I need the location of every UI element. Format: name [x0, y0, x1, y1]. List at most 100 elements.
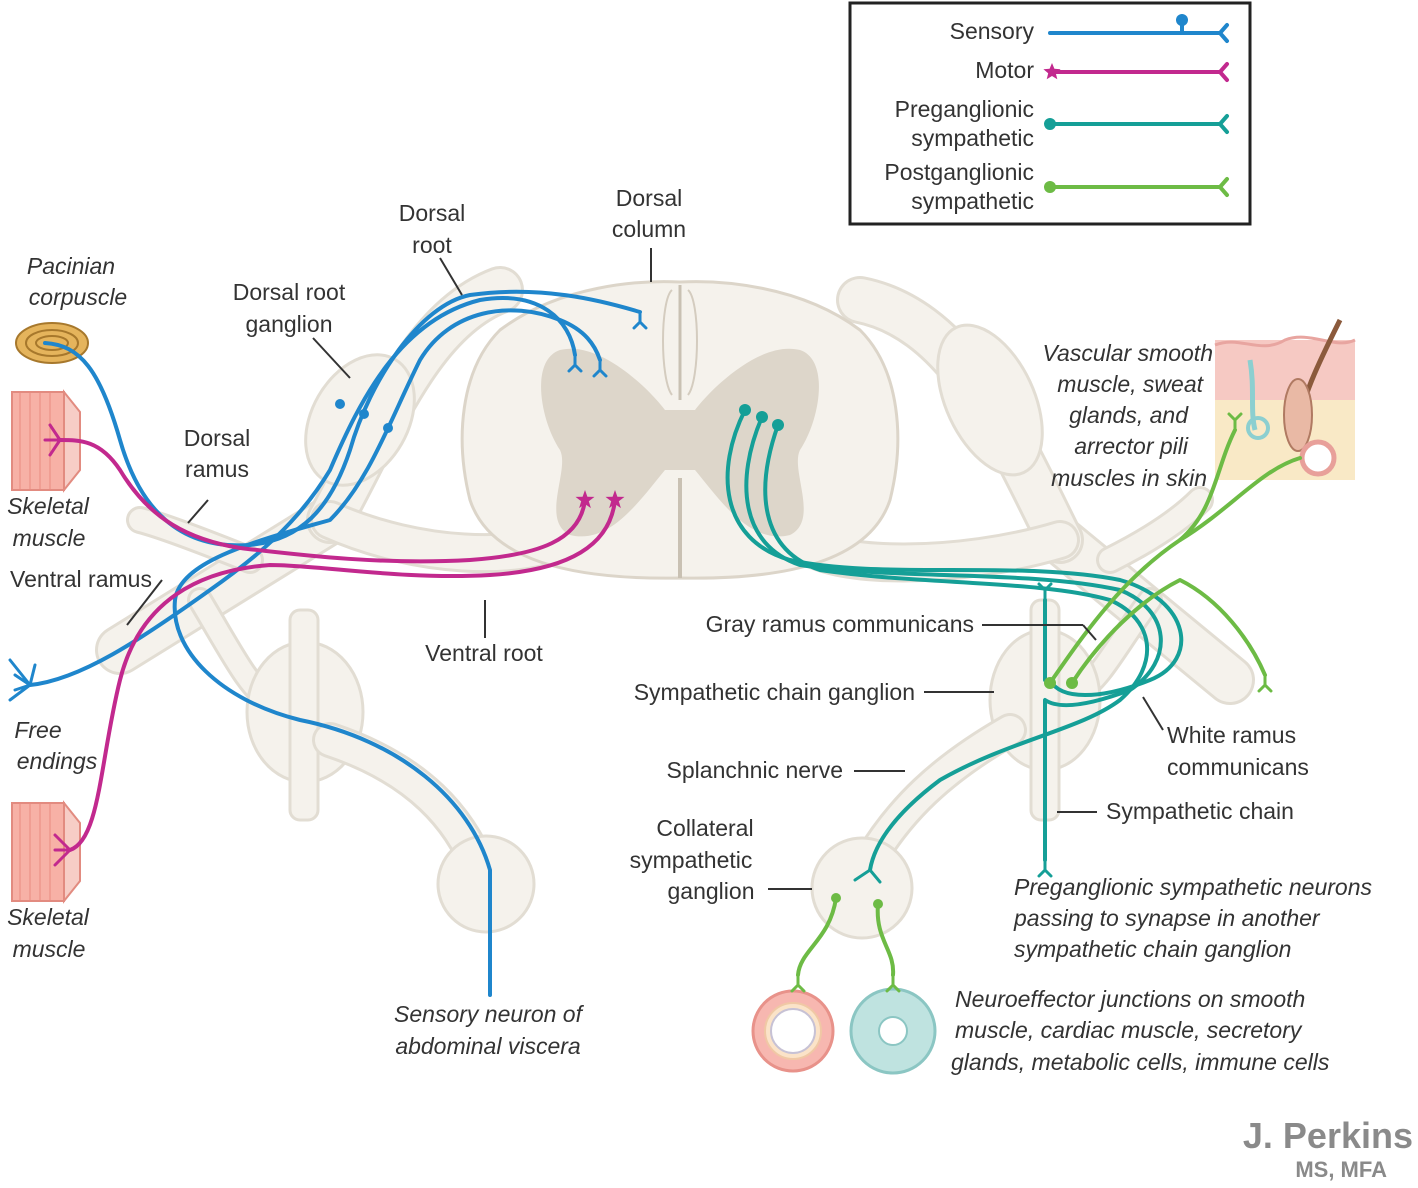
- collateral-label-2: sympathetic: [630, 847, 753, 873]
- legend: Sensory Motor Preganglionic sympathetic …: [848, 1, 1252, 226]
- legend-postganglionic-label-2: sympathetic: [911, 188, 1034, 214]
- drg-cell-body-3: [383, 423, 393, 433]
- skin-blood-vessel: [1299, 439, 1337, 477]
- preganglionic-passing-label-2: passing to synapse in another: [1013, 905, 1321, 931]
- dorsal-ramus-label-2: ramus: [185, 456, 249, 482]
- vascular-label-1: Vascular smooth: [1043, 340, 1213, 366]
- dorsal-root-label-1: Dorsal: [399, 200, 465, 226]
- neuroeffector-label-2: muscle, cardiac muscle, secretory: [955, 1017, 1303, 1043]
- neuroeffector-label-3: glands, metabolic cells, immune cells: [951, 1049, 1330, 1075]
- effector-cells: [751, 987, 937, 1075]
- motor-upper-path: [58, 438, 587, 564]
- preganglionic-cell-body-1: [739, 404, 751, 416]
- vascular-label-2: muscle, sweat: [1057, 371, 1204, 397]
- skin-terminal: [1227, 412, 1243, 432]
- dorsal-column-label-2: column: [612, 216, 686, 242]
- legend-sensory-ball: [1176, 14, 1188, 26]
- gray-ramus-label: Gray ramus communicans: [706, 611, 974, 637]
- legend-postganglionic-label-1: Postganglionic: [884, 159, 1034, 185]
- vascular-label-5: muscles in skin: [1051, 465, 1207, 491]
- dorsal-ramus-label-1: Dorsal: [184, 425, 250, 451]
- skeletal-upper-label-1: Skeletal: [7, 493, 90, 519]
- drg-label-2: ganglion: [246, 311, 333, 337]
- ventral-ramus-label: Ventral ramus: [10, 566, 152, 592]
- vascular-label-3: glands, and: [1069, 402, 1189, 428]
- motor-lower-path: [68, 498, 617, 852]
- dorsal-root-label-2: root: [412, 232, 452, 258]
- legend-motor-star: [1043, 63, 1061, 80]
- sweat-gland-duct: [1247, 359, 1258, 431]
- sensory-visceral-path: [172, 308, 602, 997]
- neuron-pathways: [8, 289, 1302, 997]
- legend-sensory-label: Sensory: [950, 18, 1035, 44]
- pacinian-label-2: corpuscle: [29, 284, 127, 310]
- visceral-ganglion-left: [436, 834, 536, 934]
- legend-preganglionic-label-1: Preganglionic: [895, 96, 1034, 122]
- legend-swatch-1: [1048, 62, 1229, 82]
- free-ending-branches: [8, 658, 37, 702]
- skeletal-lower-label-1: Skeletal: [7, 904, 90, 930]
- skin-section: [1214, 318, 1356, 480]
- labels: Pacinian corpuscle Skeletal muscle Skele…: [7, 185, 1413, 1182]
- motor-upper-endplates: [43, 423, 62, 457]
- white-ramus-label-2: communicans: [1167, 754, 1309, 780]
- chain-terminal-up: [1037, 582, 1053, 602]
- chain-ganglion-label: Sympathetic chain ganglion: [634, 679, 915, 705]
- dorsal-horn-terminal-1: [567, 353, 583, 373]
- peripheral-targets-left: [11, 322, 89, 904]
- motor-lower-endplates: [53, 833, 72, 867]
- legend-motor-label: Motor: [975, 57, 1034, 83]
- splanchnic-label: Splanchnic nerve: [667, 757, 843, 783]
- free-endings-label-2: endings: [17, 748, 98, 774]
- postganglionic-skin-path: [1048, 428, 1237, 685]
- dorsal-column-label-1: Dorsal: [616, 185, 682, 211]
- motor-cell-body-1: [575, 490, 595, 509]
- legend-swatch-3: [1048, 177, 1229, 197]
- legend-swatch-2: [1048, 114, 1229, 134]
- vascular-label-4: arrector pili: [1074, 433, 1189, 459]
- drg-cell-body-1: [335, 399, 345, 409]
- collateral-label-3: ganglion: [668, 878, 755, 904]
- free-endings-label-1: Free: [14, 717, 61, 743]
- preganglionic-cell-body-3: [772, 419, 784, 431]
- right-dorsal-root-ganglion-tissue: [936, 323, 1044, 477]
- gray-matter: [541, 348, 819, 537]
- gland-terminal: [885, 973, 901, 993]
- collateral-post-path-1: [796, 896, 838, 977]
- signature-credentials: MS, MFA: [1295, 1157, 1387, 1182]
- skeletal-muscle-lower: [11, 802, 65, 902]
- leader-lines: [126, 248, 1164, 890]
- preganglionic-cell-body-2: [756, 411, 768, 423]
- chain-terminal-down: [1037, 858, 1053, 878]
- legend-swatches: [1043, 14, 1229, 197]
- collateral-terminals: [853, 868, 882, 884]
- neuroeffector-label-1: Neuroeffector junctions on smooth: [955, 986, 1305, 1012]
- dorsal-horn-terminal-2: [592, 358, 608, 378]
- sympathetic-chain-label: Sympathetic chain: [1106, 798, 1294, 824]
- sweat-gland-coil: [1246, 416, 1270, 440]
- postganglionic-vessel-branch: [1178, 456, 1302, 542]
- signature-name: J. Perkins: [1243, 1115, 1413, 1156]
- sensory-viscera-label-2: abdominal viscera: [395, 1033, 580, 1059]
- sensory-free-endings-path: [28, 296, 577, 687]
- preganglionic-passing-label-1: Preganglionic sympathetic neurons: [1014, 874, 1372, 900]
- hair-follicle: [1283, 378, 1313, 452]
- spinal-cord: [460, 280, 900, 580]
- ventral-root-label: Ventral root: [425, 640, 543, 666]
- sensory-pacinian-path: [43, 289, 642, 548]
- drg-label-1: Dorsal root: [233, 279, 346, 305]
- preganglionic-path-2: [744, 415, 1163, 862]
- ramus-terminal: [1257, 673, 1273, 693]
- drg-cell-body-2: [359, 409, 369, 419]
- skeletal-lower-label-2: muscle: [13, 936, 86, 962]
- legend-swatch-0: [1048, 23, 1229, 43]
- legend-preganglionic-label-2: sympathetic: [911, 125, 1034, 151]
- legend-postganglionic-dot: [1044, 181, 1056, 193]
- white-ramus-label-1: White ramus: [1167, 722, 1296, 748]
- preganglionic-passing-label-3: sympathetic chain ganglion: [1014, 936, 1291, 962]
- sensory-viscera-label-1: Sensory neuron of: [394, 1001, 585, 1027]
- legend-preganglionic-dot: [1044, 118, 1056, 130]
- skin-epidermis: [1215, 340, 1355, 400]
- dorsal-column-terminal: [632, 310, 648, 330]
